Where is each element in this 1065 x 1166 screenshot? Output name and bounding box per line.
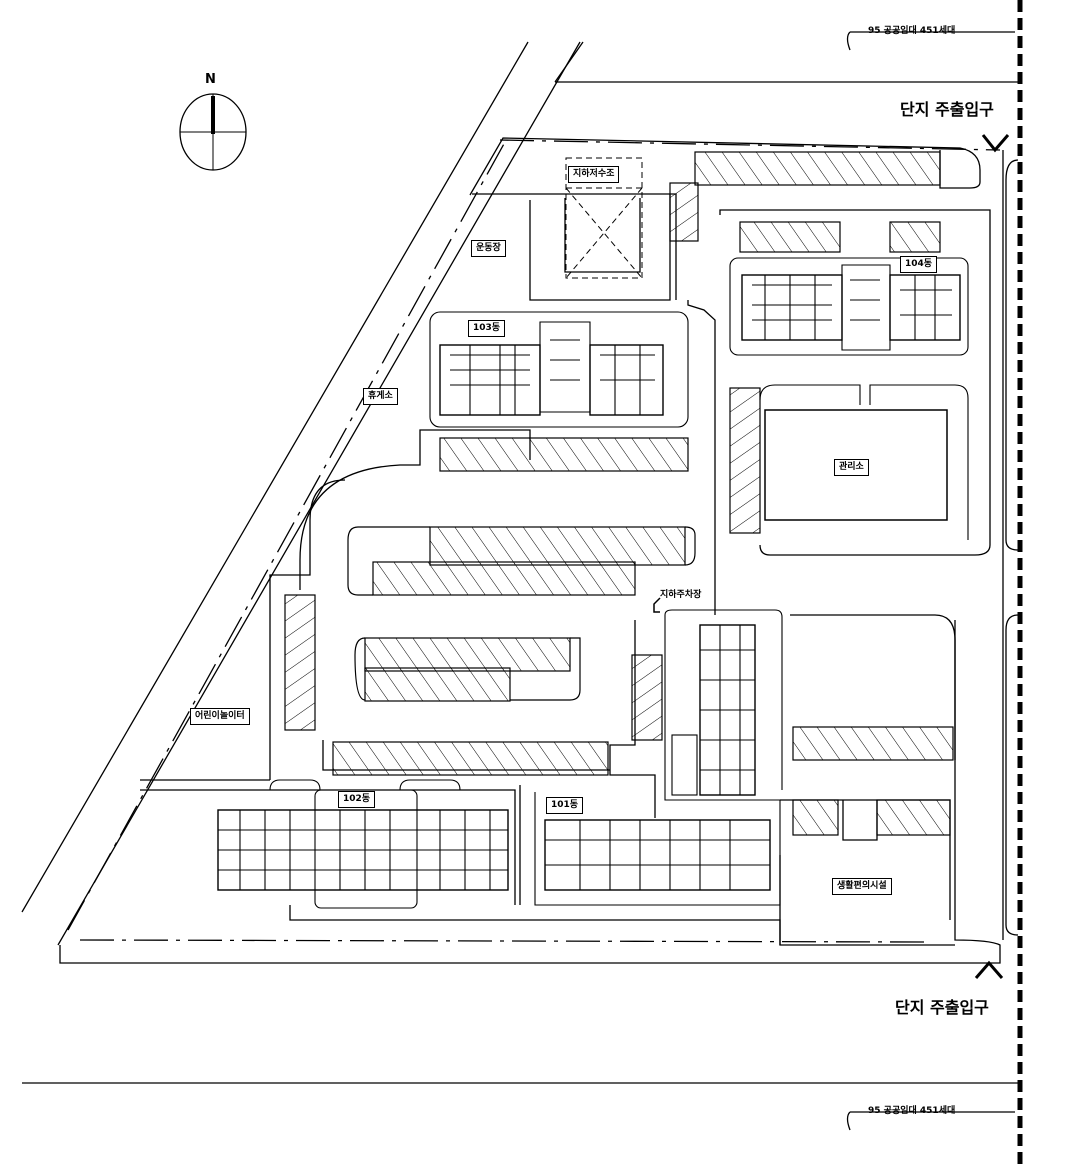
parking-stalls	[792, 726, 954, 761]
building-103	[429, 311, 689, 428]
parking-stalls	[889, 221, 941, 253]
neighbor-arrow-bottom	[846, 1111, 1015, 1131]
north-arrow	[179, 93, 247, 171]
parking-stalls	[631, 654, 663, 741]
building-104-label: 104동	[900, 256, 938, 273]
parking-stalls	[332, 741, 609, 776]
boundary-line	[67, 139, 1001, 943]
main-entrance-label-top: 단지 주출입구	[900, 100, 994, 119]
parking-stalls	[364, 637, 571, 672]
sports-field-label: 운동장	[471, 240, 506, 257]
parking-stalls	[729, 387, 761, 534]
reservoir	[565, 157, 643, 279]
parking-stalls	[792, 799, 839, 836]
building-102	[217, 779, 509, 909]
north-label: N	[205, 72, 216, 87]
parking-stalls	[694, 151, 941, 186]
main-entrance-label-bottom: 단지 주출입구	[895, 998, 989, 1017]
underground-parking-label: 지하주차장	[660, 590, 702, 600]
building-101	[534, 609, 783, 906]
parking-stalls	[876, 799, 951, 836]
building-104	[729, 257, 969, 356]
parking-entrance-arrow	[653, 597, 661, 613]
parking-stalls	[429, 526, 686, 566]
rest-area-label: 휴게소	[363, 388, 398, 405]
diagonal-road-edge	[21, 41, 529, 913]
neighbor-arrow-top	[846, 31, 1015, 51]
entrance-arrow-top	[981, 134, 1010, 153]
building-102-label: 102동	[338, 791, 376, 808]
playground-label: 어린이놀이터	[190, 708, 250, 725]
entrance-arrow-bottom	[974, 960, 1004, 979]
neighbor-label-bottom: 95 공공임대 451세대	[868, 1106, 956, 1116]
parking-stalls	[669, 182, 699, 242]
parking-stalls	[439, 437, 689, 472]
neighbor-label-top: 95 공공임대 451세대	[868, 26, 956, 36]
parking-stalls	[284, 594, 316, 731]
building-101-label: 101동	[546, 797, 584, 814]
reservoir-label: 지하저수조	[568, 166, 620, 183]
parking-stalls	[364, 667, 511, 702]
amenities-label: 생활편의시설	[832, 878, 892, 895]
parking-stalls	[372, 561, 636, 596]
management-office-label: 관리소	[834, 459, 869, 476]
diagonal-road-edge	[57, 41, 581, 946]
building-103-label: 103동	[468, 320, 506, 337]
parking-stalls	[739, 221, 841, 253]
parking-areas	[284, 151, 954, 836]
